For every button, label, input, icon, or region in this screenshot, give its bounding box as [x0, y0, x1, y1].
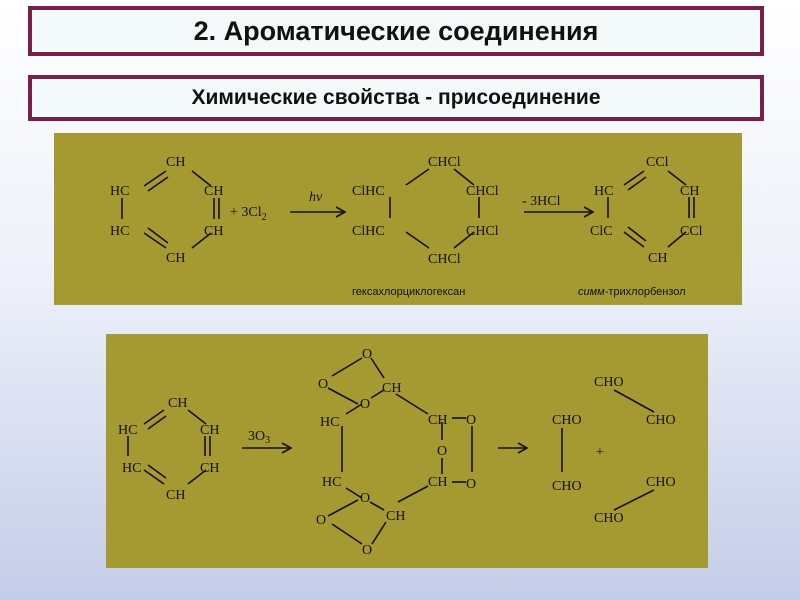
- arrow1-label: hν: [309, 190, 323, 205]
- b1-right-bottom: CH: [204, 224, 223, 239]
- b2-right-bottom: CH: [200, 461, 219, 476]
- h1-right-bottom: CHCl: [466, 224, 499, 239]
- benzene-ring-2: [127, 409, 211, 485]
- benzene-ring-trichloro: [607, 170, 695, 248]
- b2-right-top: CH: [200, 423, 219, 438]
- ozonolysis-panel: CH HC CH HC CH CH 3O3: [106, 334, 708, 568]
- oz-hc-left-lower: HC: [322, 475, 341, 490]
- reagent-chlorine: + 3Cl2: [230, 205, 267, 223]
- b1-top: CH: [166, 155, 185, 170]
- oz-o-right-lower: O: [466, 477, 476, 492]
- glyoxal-bottom: CHO: [552, 479, 582, 494]
- oz-o-right-upper: O: [466, 413, 476, 428]
- caption-trichloro: симм-трихлорбензол: [578, 286, 686, 298]
- oz-o-top: O: [362, 347, 372, 362]
- b2-left-top: HC: [118, 423, 137, 438]
- oz-o-bottom: O: [362, 543, 372, 558]
- oz-ch-upper: CH: [382, 381, 401, 396]
- b1-left-top: HC: [110, 184, 129, 199]
- slide-subtitle: Химические свойства - присоединение: [191, 86, 601, 109]
- prod-a-bond: [613, 389, 655, 413]
- t1-left-top: HC: [594, 184, 613, 199]
- h1-right-top: CHCl: [466, 184, 499, 199]
- t1-right-top: CH: [680, 184, 699, 199]
- arrow3-head: [281, 442, 293, 454]
- t1-right-bottom: CCl: [680, 224, 703, 239]
- oz-o-left-upper: O: [318, 377, 328, 392]
- arrow2-head: [583, 206, 595, 218]
- reagent-ozone: 3O3: [248, 429, 270, 446]
- arrow1-head: [335, 206, 347, 218]
- b1-right-top: CH: [204, 184, 223, 199]
- prod-b-bond: [613, 489, 655, 511]
- b2-left-bottom: HC: [122, 461, 141, 476]
- oz-o-ring: O: [437, 444, 447, 459]
- chlorination-scheme: CH HC CH HC CH CH + 3Cl2 hν CHCl ClHC CH…: [110, 155, 703, 298]
- h1-top: CHCl: [428, 155, 461, 170]
- arrow4-head: [517, 442, 529, 454]
- plus-sign: +: [596, 445, 604, 460]
- oz-ch-right-upper: CH: [428, 413, 447, 428]
- prod-b1: CHO: [646, 475, 676, 490]
- title-box: 2. Ароматические соединения: [28, 6, 764, 56]
- t1-left-bottom: ClC: [590, 224, 613, 239]
- benzene-ring-1: [121, 170, 220, 249]
- t1-bottom: CH: [648, 251, 667, 266]
- h1-bottom: CHCl: [428, 252, 461, 267]
- h1-left-bottom: ClHC: [352, 224, 385, 239]
- b2-bottom: CH: [166, 488, 185, 503]
- prod-a2: CHO: [646, 413, 676, 428]
- oz-o-left-lower: O: [316, 513, 326, 528]
- oz-ch-right-lower: CH: [428, 475, 447, 490]
- oz-o-lower-mid: O: [360, 491, 370, 506]
- arrow2-label: - 3HCl: [522, 194, 561, 209]
- b1-bottom: CH: [166, 251, 185, 266]
- chlorination-panel: CH HC CH HC CH CH + 3Cl2 hν CHCl ClHC CH…: [54, 133, 742, 305]
- oz-ch-lower: CH: [386, 509, 405, 524]
- ozonide-bonds: [327, 357, 473, 545]
- b1-left-bottom: HC: [110, 224, 129, 239]
- oz-hc-left-upper: HC: [320, 415, 339, 430]
- cyclohexane-ring: [389, 168, 480, 249]
- prod-b2: CHO: [594, 511, 624, 526]
- prod-a1: CHO: [594, 375, 624, 390]
- subtitle-box: Химические свойства - присоединение: [28, 75, 764, 121]
- t1-top: CCl: [646, 155, 669, 170]
- ozonolysis-scheme: CH HC CH HC CH CH 3O3: [118, 347, 676, 558]
- h1-left-top: ClHC: [352, 184, 385, 199]
- oz-o-upper-mid: O: [360, 397, 370, 412]
- b2-top: CH: [168, 396, 187, 411]
- glyoxal-top: CHO: [552, 413, 582, 428]
- slide-title: 2. Ароматические соединения: [193, 15, 599, 46]
- caption-hexachloro: гексахлорциклогексан: [352, 286, 465, 298]
